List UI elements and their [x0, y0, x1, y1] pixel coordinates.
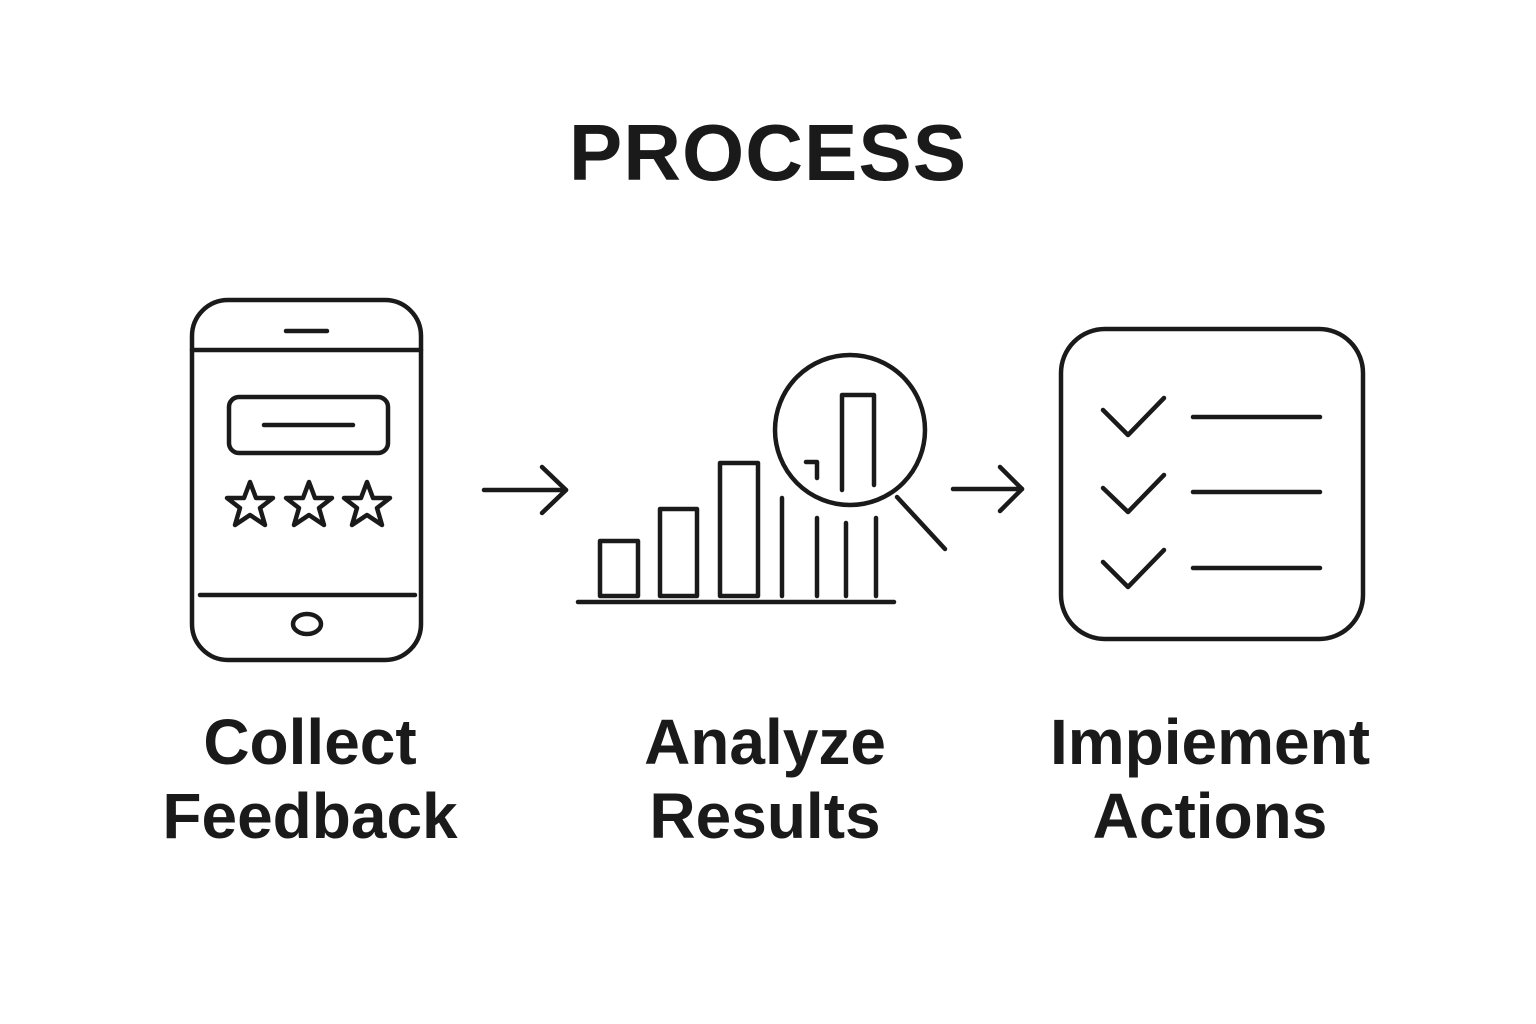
step-label-implement-actions: Impiement Actions [1020, 705, 1400, 853]
step-label-line2: Actions [1092, 780, 1328, 852]
diagram-title: PROCESS [568, 108, 968, 197]
step-label-analyze-results: Analyze Results [585, 705, 945, 853]
arrow-right-icon [950, 464, 1025, 514]
bar-chart-magnifier-icon [575, 352, 948, 605]
smartphone-rating-icon [189, 297, 424, 663]
step-label-collect-feedback: Collect Feedback [130, 705, 490, 853]
arrow-right-icon [481, 464, 569, 516]
checklist-icon [1058, 326, 1366, 642]
step-label-line1: Analyze [644, 706, 886, 778]
step-label-line2: Feedback [162, 780, 458, 852]
step-label-line2: Results [649, 780, 881, 852]
step-label-line1: Impiement [1049, 706, 1371, 778]
step-label-line1: Collect [203, 706, 417, 778]
